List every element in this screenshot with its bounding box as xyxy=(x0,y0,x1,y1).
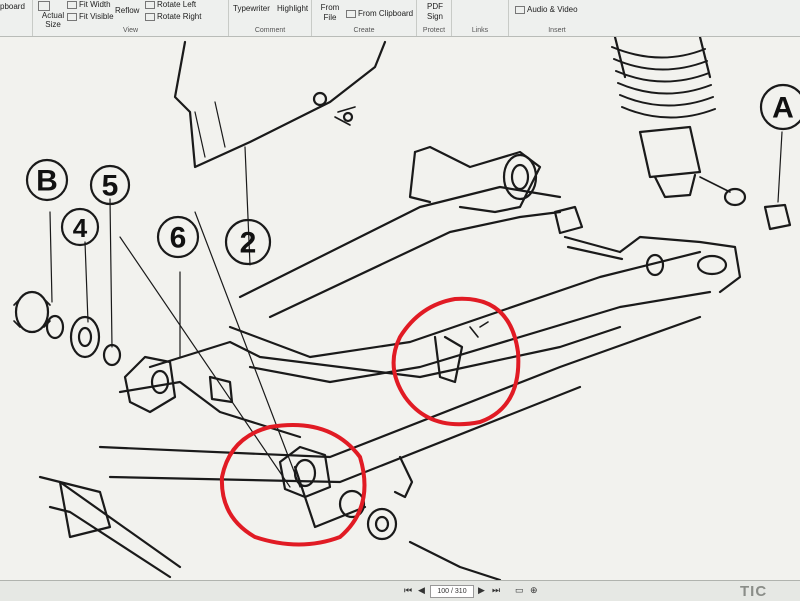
from-clipboard-button[interactable]: From Clipboard xyxy=(346,9,413,18)
typewriter-button[interactable]: Typewriter xyxy=(233,4,270,13)
chain-guard-bracket xyxy=(173,40,387,169)
drive-shaft xyxy=(408,540,502,580)
axle-bearing-mount xyxy=(278,445,332,499)
clipboard-group: pboard xyxy=(0,0,33,36)
audio-video-icon xyxy=(515,5,525,14)
fit-width-icon xyxy=(67,0,77,9)
axle-bolt xyxy=(563,235,624,261)
callout-5: 5 xyxy=(102,170,119,203)
rotate-right-icon xyxy=(145,12,155,21)
rotate-right-button[interactable]: Rotate Right xyxy=(145,12,201,21)
parts-diagram: A B 4 5 6 2 xyxy=(13,37,800,580)
nut-a xyxy=(763,203,792,231)
reflow-button[interactable]: Reflow xyxy=(115,6,140,15)
chain-guide-bracket xyxy=(433,335,464,384)
comment-group: Typewriter Highlight Comment xyxy=(229,0,312,36)
callout-4: 4 xyxy=(73,213,88,243)
fit-width-button[interactable]: Fit Width xyxy=(67,0,111,9)
pivot-bushing-b xyxy=(14,290,50,334)
view-group-label: View xyxy=(122,27,139,34)
callout-2: 2 xyxy=(240,227,257,260)
links-group-label: Links xyxy=(471,27,489,34)
prev-page-icon[interactable]: ◀ xyxy=(418,585,425,595)
callout-b: B xyxy=(36,165,58,198)
callout-5-circle xyxy=(89,164,131,206)
ribbon-toolbar: pboard Actual Size Fit Width Fit Visible… xyxy=(0,0,800,37)
red-circle-lower xyxy=(219,423,367,547)
callout-6-circle xyxy=(156,215,200,259)
clipboard-icon xyxy=(346,9,356,18)
document-canvas[interactable]: A B 4 5 6 2 xyxy=(0,37,800,580)
highlight-button[interactable]: Highlight xyxy=(277,4,309,13)
comment-group-label: Comment xyxy=(254,27,286,34)
last-page-icon[interactable]: ⏭ xyxy=(492,585,501,595)
washer-4 xyxy=(69,315,101,359)
callout-b-circle xyxy=(25,158,69,202)
pdf-sign-button[interactable]: PDF Sign xyxy=(426,2,443,21)
callout-4-circle xyxy=(60,207,100,247)
view-group: Actual Size Fit Width Fit Visible Reflow… xyxy=(33,0,229,36)
seal-5 xyxy=(102,343,122,367)
shock-absorber xyxy=(613,37,712,79)
create-group-label: Create xyxy=(353,27,375,34)
fit-visible-icon xyxy=(67,12,77,21)
insert-group: Audio & Video Insert xyxy=(509,0,605,36)
status-bar: ⏮ ◀ 100 / 310 ▶ ⏭ ▭ ⊕ TIC xyxy=(0,580,800,601)
callout-a-circle xyxy=(759,83,800,131)
rotate-left-button[interactable]: Rotate Left xyxy=(145,0,196,9)
page-number-input[interactable]: 100 / 310 xyxy=(430,585,474,598)
rotate-left-icon xyxy=(145,0,155,9)
callout-a: A xyxy=(772,92,794,125)
swingarm-upper-tube xyxy=(238,185,562,299)
next-page-icon[interactable]: ▶ xyxy=(478,585,485,595)
fit-page-icon[interactable]: ▭ xyxy=(515,585,524,595)
protect-group: PDF Sign Protect xyxy=(417,0,452,36)
links-group: Links xyxy=(452,0,509,36)
fit-visible-button[interactable]: Fit Visible xyxy=(67,12,114,21)
swingarm-lower-tube xyxy=(228,250,702,359)
actual-size-button[interactable]: Actual Size xyxy=(41,11,65,29)
protect-group-label: Protect xyxy=(422,27,446,34)
red-circle-upper xyxy=(391,296,521,427)
insert-group-label: Insert xyxy=(548,27,566,34)
audio-video-button[interactable]: Audio & Video xyxy=(515,5,578,14)
zoom-icon[interactable]: ⊕ xyxy=(530,585,538,595)
callout-6: 6 xyxy=(170,222,187,255)
actual-size-icon[interactable] xyxy=(38,1,50,11)
page-edge-text: TIC xyxy=(740,583,768,600)
first-page-icon[interactable]: ⏮ xyxy=(404,585,413,595)
from-file-button[interactable]: From File xyxy=(320,3,340,22)
clipboard-button[interactable]: pboard xyxy=(0,2,25,11)
create-group: From File From Clipboard Create xyxy=(312,0,417,36)
callout-2-circle xyxy=(224,218,272,266)
